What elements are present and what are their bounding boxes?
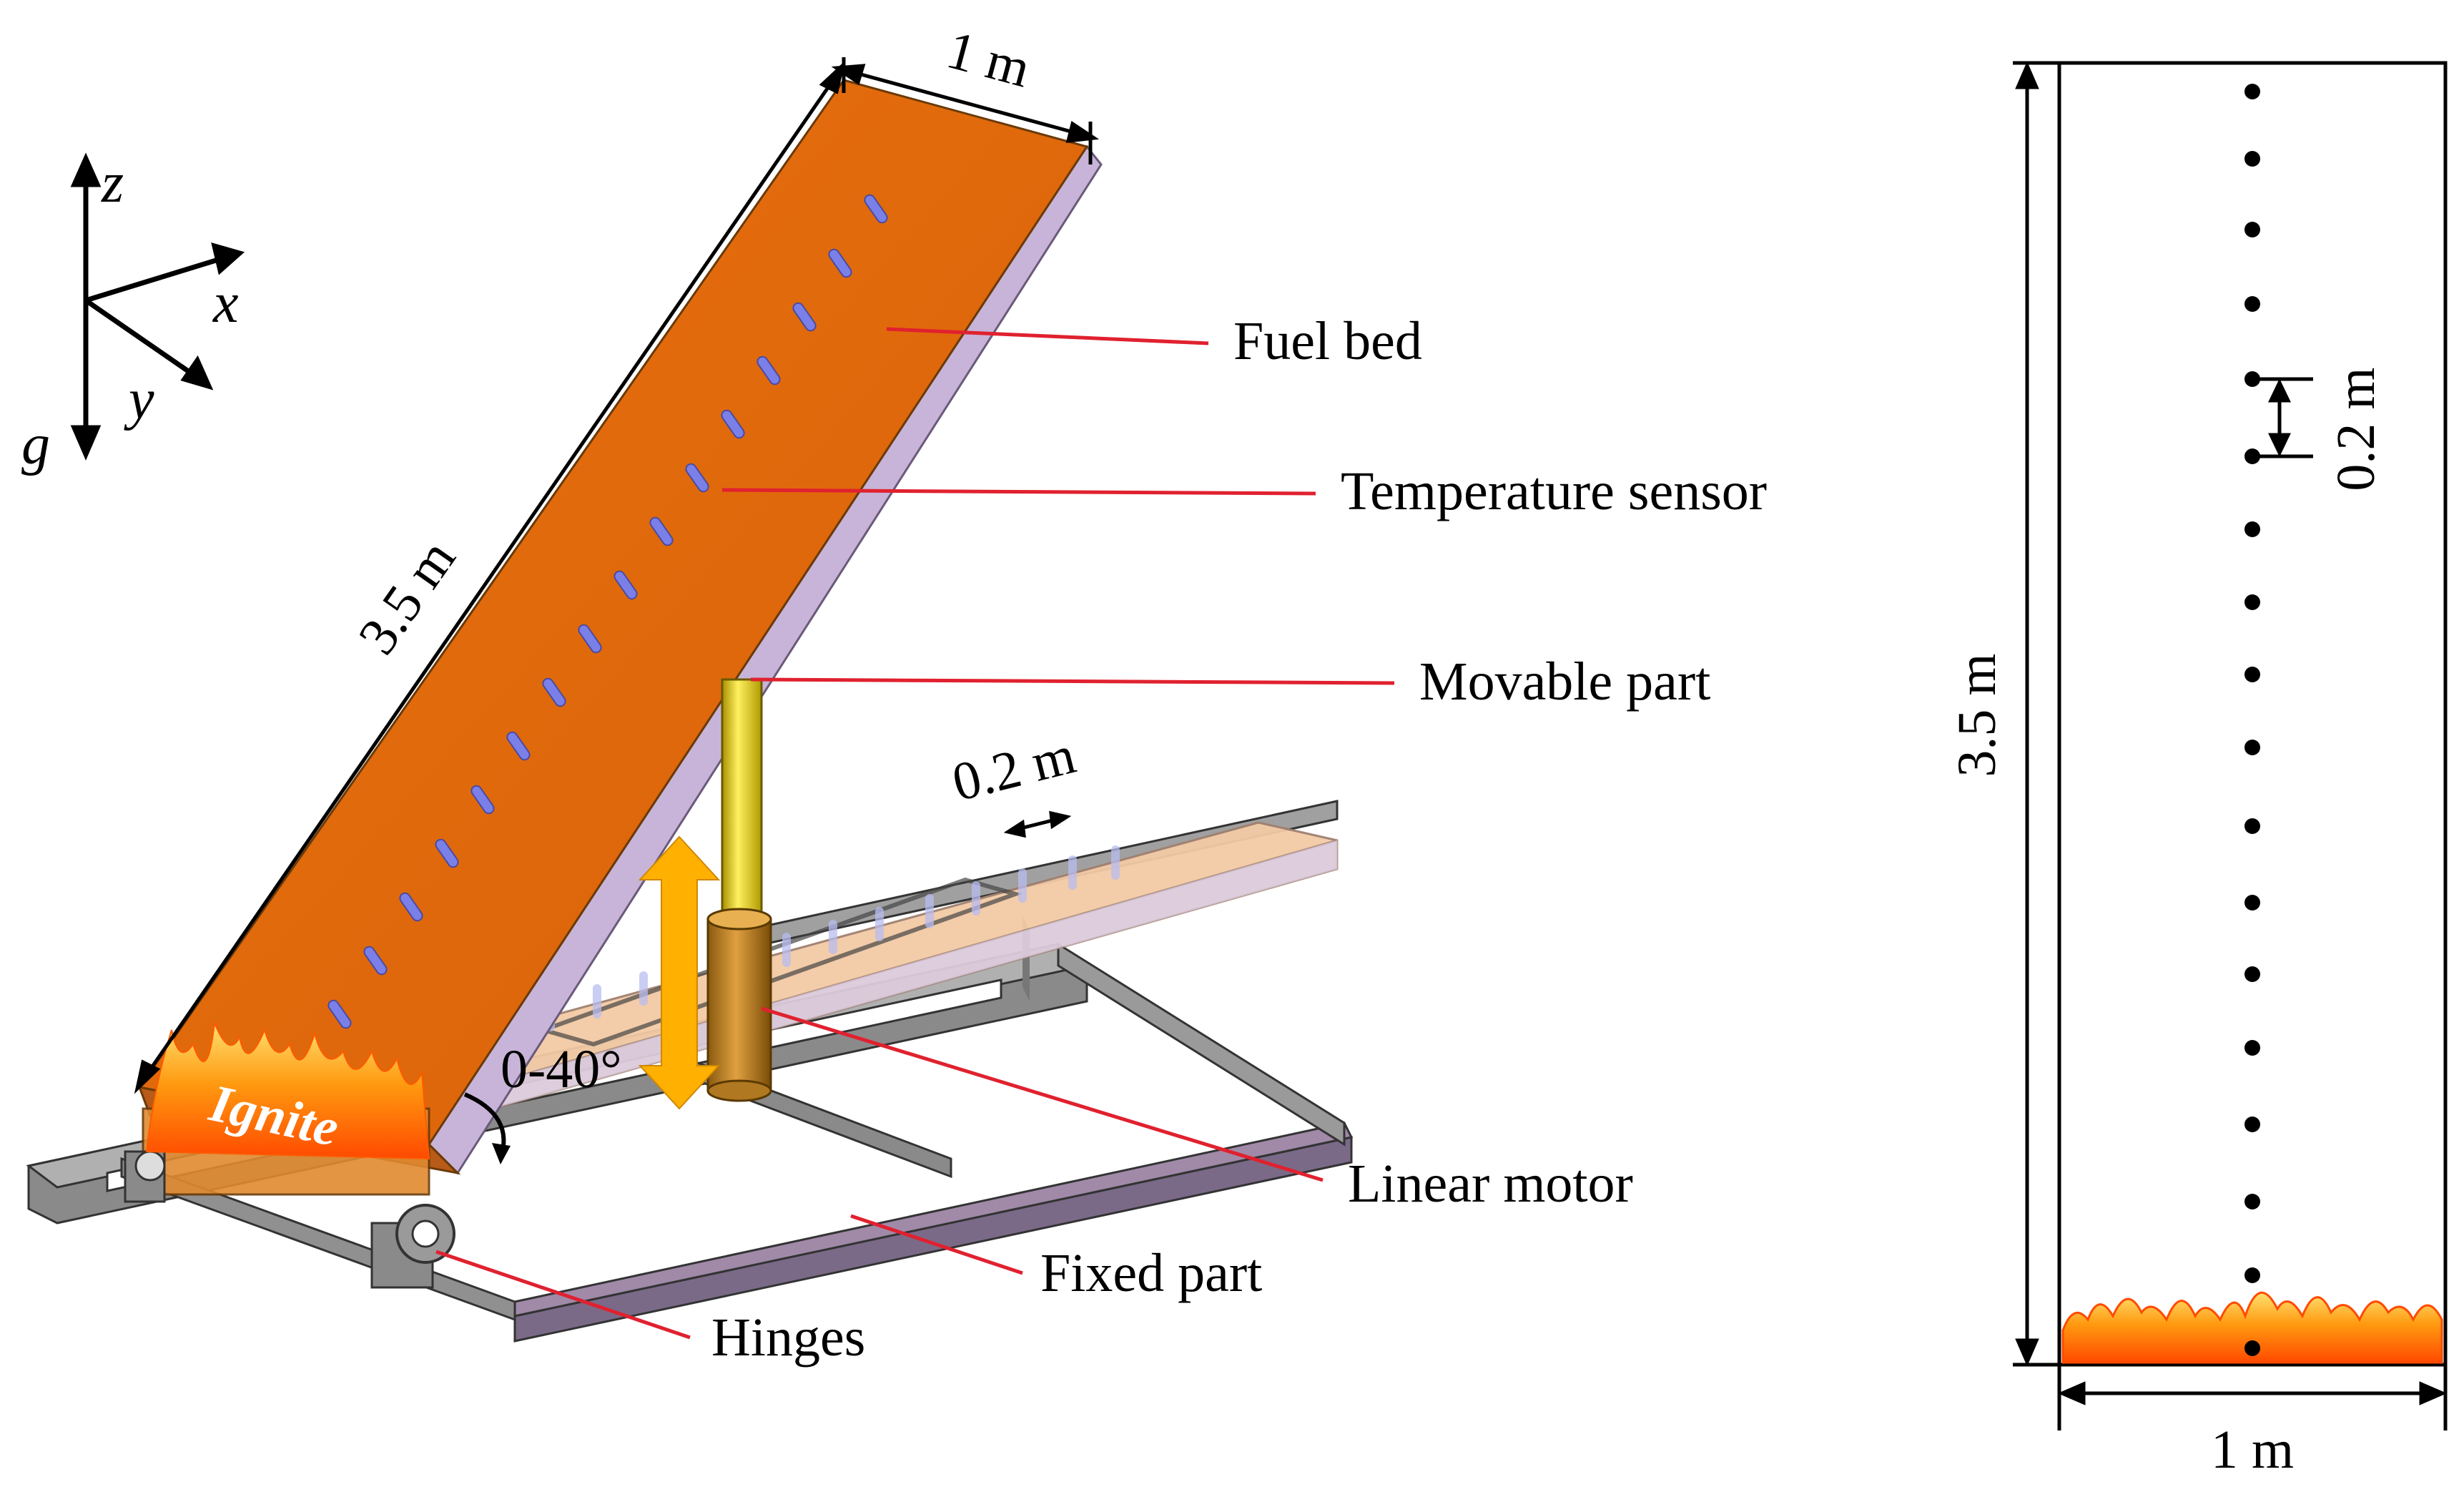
plan-width-dimension <box>2057 1365 2448 1430</box>
linear-motor-label: Linear motor <box>1348 1154 1633 1214</box>
plan-sensor-dots <box>2244 84 2260 1356</box>
dot-marker <box>2244 1267 2260 1283</box>
double-arrow-icon <box>638 835 721 1110</box>
plan-view-outline <box>2057 61 2448 1367</box>
dot-marker <box>2244 594 2260 610</box>
g-axis-label: g <box>21 413 50 476</box>
dot-marker <box>2244 151 2260 167</box>
fixed-part-callout-line <box>850 1214 1023 1275</box>
temperature-sensor-callout-line <box>721 488 1316 496</box>
plan-flame-icon <box>2061 1292 2443 1364</box>
fuel-bed-label: Fuel bed <box>1233 311 1422 371</box>
dot-marker <box>2244 1194 2260 1209</box>
flame-icon <box>145 1022 430 1160</box>
dot-marker <box>2244 667 2260 682</box>
z-axis-label: z <box>101 152 124 215</box>
movable-part-label: Movable part <box>1419 652 1710 712</box>
temperature-sensor-label: Temperature sensor <box>1341 461 1767 521</box>
movable-part-callout-line <box>750 677 1395 685</box>
coordinate-axes <box>70 152 245 461</box>
plan-length-label: 3.5 m <box>1947 653 2007 777</box>
plan-length-dimension <box>2013 61 2059 1367</box>
plan-spacing-label: 0.2 m <box>2326 367 2386 491</box>
dot-marker <box>2244 895 2260 911</box>
fixed-part-label: Fixed part <box>1040 1243 1262 1303</box>
hinges-callout-line <box>435 1250 691 1340</box>
bed-length-dimension <box>134 60 846 1094</box>
plan-width-label: 1 m <box>2211 1420 2294 1480</box>
angle-range-label: 0-40° <box>501 1039 622 1099</box>
dot-marker <box>2244 1340 2260 1356</box>
hinges-label: Hinges <box>711 1307 865 1368</box>
dot-marker <box>2244 1040 2260 1056</box>
linear-motor <box>706 678 772 1102</box>
dot-marker <box>2244 222 2260 237</box>
dot-marker <box>2244 818 2260 834</box>
dot-marker <box>2244 1116 2260 1132</box>
sensor-spacing-label: 0.2 m <box>947 725 1081 813</box>
bed-width-label: 1 m <box>941 19 1037 99</box>
dot-marker <box>2244 966 2260 982</box>
linear-motor-callout-line <box>761 1006 1324 1182</box>
fuel-bed-callout-line <box>886 327 1209 345</box>
x-axis-label: x <box>212 272 239 335</box>
dot-marker <box>2244 521 2260 537</box>
plan-spacing-dimension <box>2252 377 2313 458</box>
dot-marker <box>2244 84 2260 99</box>
sensor-spacing-dimension <box>1003 810 1072 838</box>
dot-marker <box>2244 740 2260 755</box>
y-axis-label: y <box>124 368 154 431</box>
angle-arc-arrowhead <box>492 1143 511 1164</box>
dot-marker <box>2244 296 2260 312</box>
